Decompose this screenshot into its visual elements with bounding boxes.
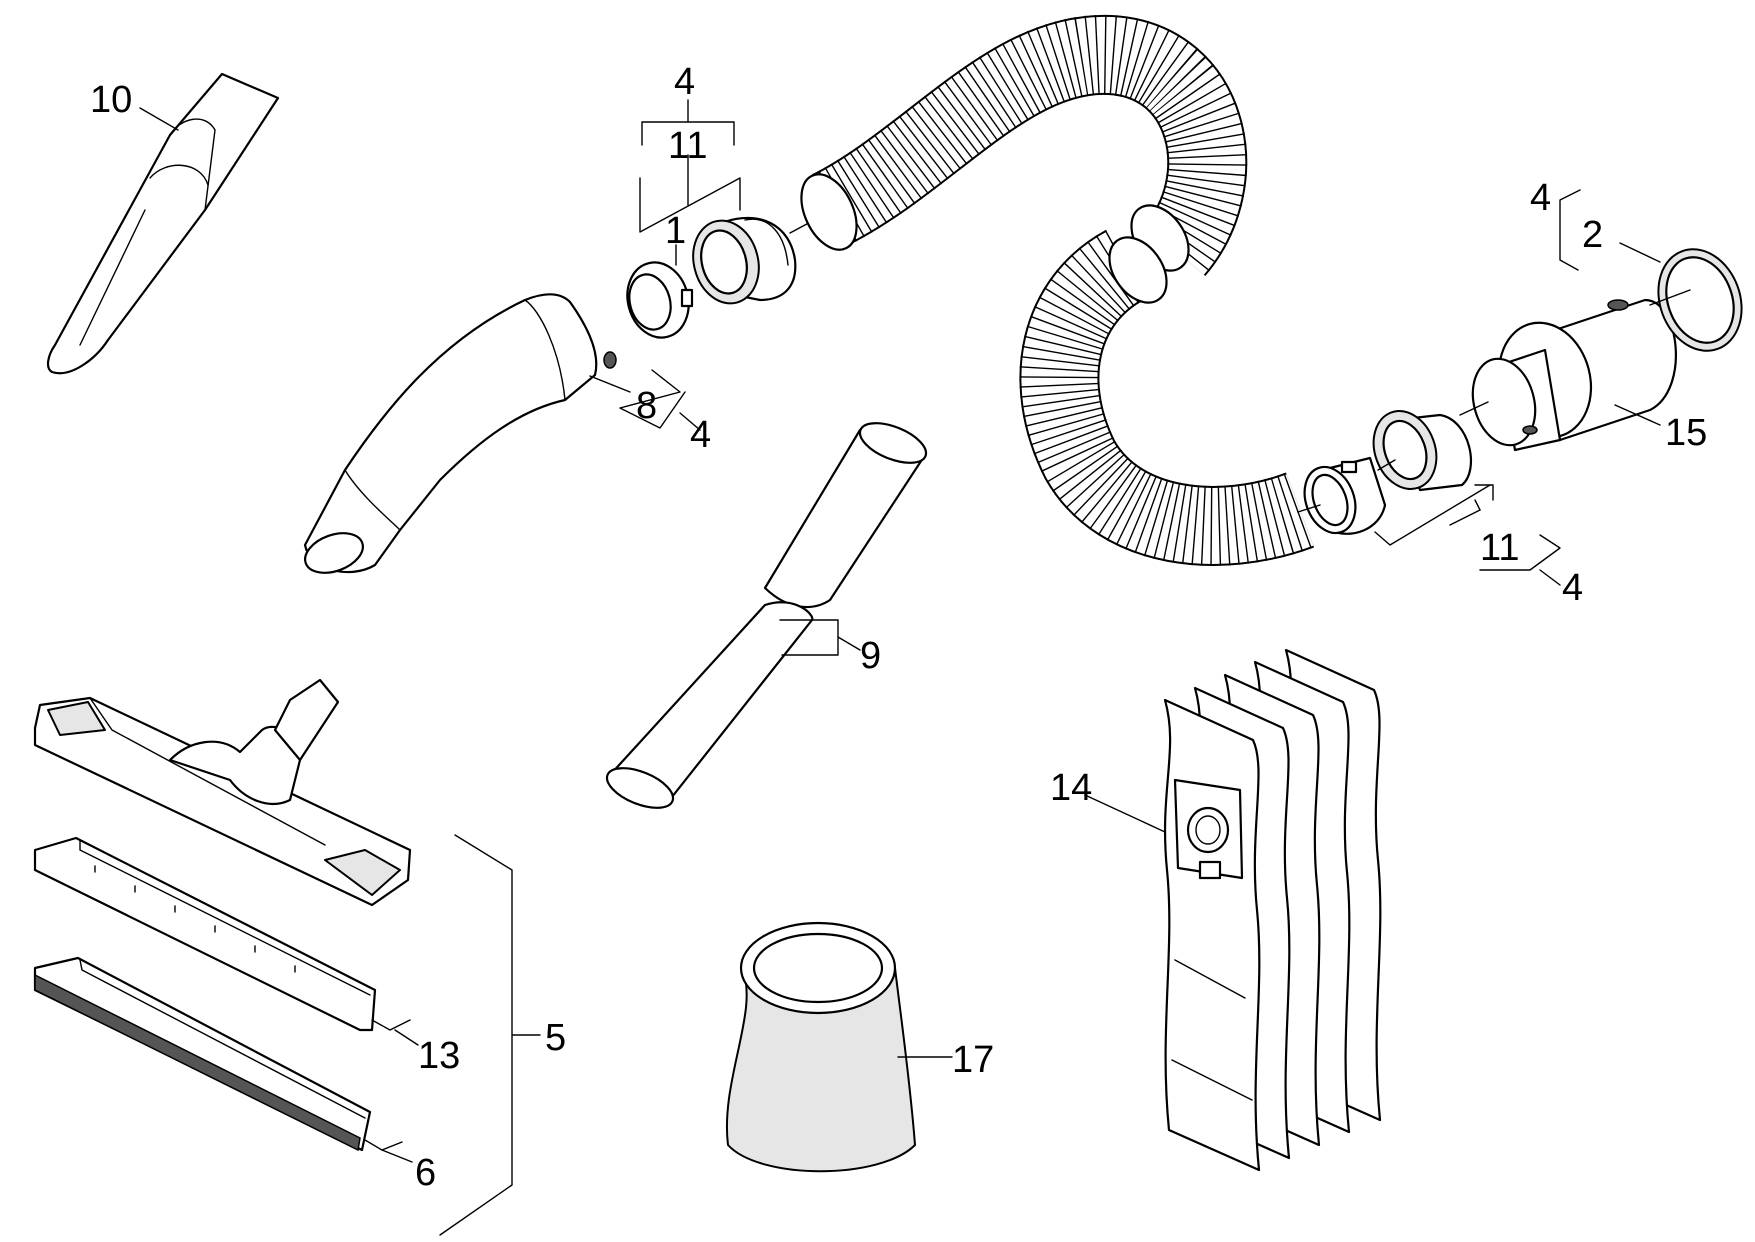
- callout-11-top: 11: [668, 125, 707, 167]
- callout-17: 17: [952, 1039, 994, 1081]
- callout-13: 13: [418, 1035, 460, 1077]
- leader-6: [381, 1149, 413, 1163]
- bracket-8: [589, 369, 686, 429]
- filter-bag-1: [1163, 698, 1261, 1172]
- part-2-ring: [1657, 248, 1743, 352]
- callout-10: 10: [90, 79, 132, 121]
- leader-2: [1619, 242, 1661, 263]
- callout-14: 14: [1050, 767, 1092, 809]
- callout-5: 5: [545, 1017, 566, 1059]
- part-15-inlet-adapter: [1471, 298, 1677, 452]
- callout-1: 1: [665, 210, 686, 252]
- leader-8-4: [679, 412, 701, 431]
- callout-4-8: 4: [690, 414, 711, 456]
- callout-15: 15: [1665, 412, 1707, 454]
- leader-4-bottom: [1539, 569, 1561, 586]
- callout-4-bottom: 4: [1562, 567, 1583, 609]
- leader-hose-clip: [1297, 504, 1321, 513]
- bracket-4-bottom: [1479, 534, 1561, 571]
- callout-6: 6: [415, 1152, 436, 1194]
- part-8-curved-handle: [303, 293, 617, 574]
- leader-2b: [1649, 289, 1691, 306]
- bracket-11-top: [639, 177, 741, 233]
- callout-9: 9: [860, 635, 881, 677]
- part-14-filter-bags: [1163, 648, 1382, 1172]
- part-10-crevice-nozzle: [46, 72, 280, 375]
- bracket-13: [371, 1019, 411, 1031]
- part-9-suction-tube: [605, 422, 928, 809]
- callout-8: 8: [636, 385, 657, 427]
- callout-4-right: 4: [1530, 177, 1551, 219]
- leader-11-bottom: [1449, 509, 1481, 526]
- bracket-11-bottom: [1374, 484, 1491, 546]
- part-6-brush-strip: [33, 956, 372, 1152]
- leader-13: [394, 1029, 419, 1046]
- part-17-filter: [725, 921, 916, 1173]
- leader-15: [1614, 404, 1661, 426]
- leader-10: [139, 107, 179, 131]
- leader-cuff-15: [1459, 401, 1489, 416]
- bracket-11-bottom-b: [1474, 484, 1494, 511]
- leader-clip-cuff: [1377, 459, 1396, 471]
- callout-2: 2: [1582, 214, 1603, 256]
- callout-4-top: 4: [674, 61, 695, 103]
- callout-11-bottom: 11: [1480, 527, 1519, 569]
- part-suction-hose: [800, 14, 1315, 566]
- bracket-2-4: [1559, 189, 1581, 271]
- part-right-cuff-clip: [1303, 456, 1387, 535]
- leader-14: [1084, 794, 1166, 833]
- leader-9: [837, 636, 861, 651]
- part-right-cuff: [1372, 410, 1473, 492]
- bracket-5: [439, 834, 513, 1236]
- part-hose-cuff: [692, 216, 797, 305]
- bracket-6: [364, 1139, 403, 1151]
- part-floor-nozzle: [33, 678, 412, 907]
- part-1-clip-ring: [626, 261, 694, 339]
- part-13-squeegee-strip: [33, 836, 377, 1032]
